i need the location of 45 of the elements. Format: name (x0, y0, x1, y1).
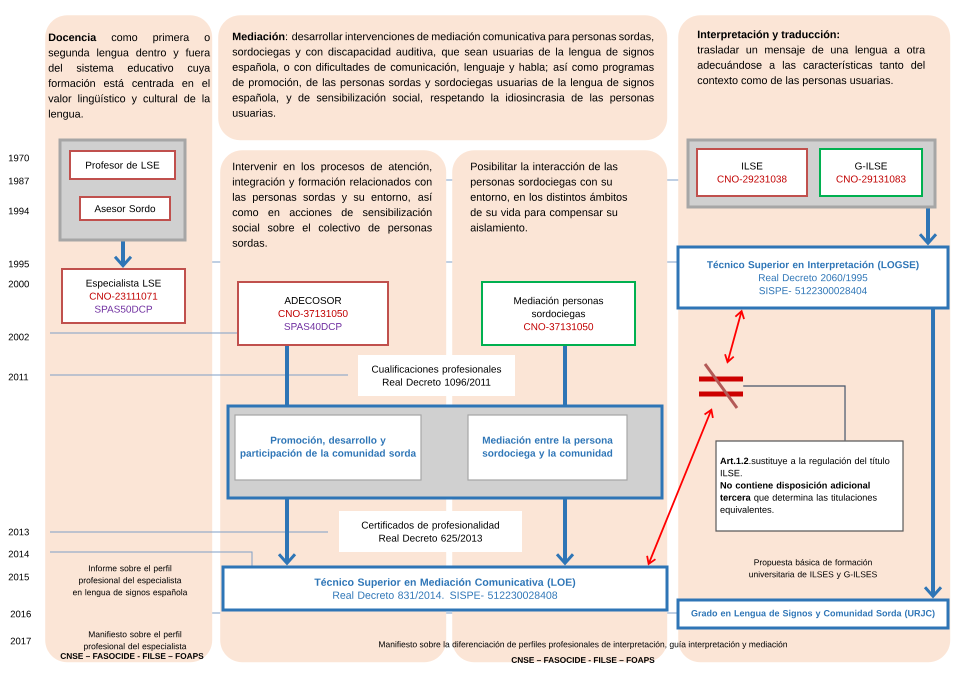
column-panel: Mediación: desarrollar intervenciones de mediación comunicativa para personas sordas, sordociegas y con discapacidad auditiva, que sean usuarias de la lengua de signos española, o con dificultades de comunicación, lenguaje y habla; así como programas de promoción, de las personas sordas y sordociegas usuarias de la lengua de signos española, y de sensibilización social, respetando la idiosincrasia de las personas usuarias. (218, 15, 668, 140)
not-equal-symbol (699, 363, 743, 409)
note-label: Manifiesto sobre la diferenciación de perfiles profesionales de interpretación, guía interpretación y mediación (379, 641, 787, 649)
title-box: ADECOSOR CNO-37131050 SPAS40DCP (237, 281, 389, 346)
year-label: 1987 (8, 178, 29, 184)
leader-line (743, 385, 846, 440)
title-box: Mediación personas sordociegas CNO-37131050 (481, 281, 636, 346)
year-label: 2011 (8, 374, 28, 380)
arrow (114, 242, 132, 268)
note-box: Art.1.2.sustituye a la regulación del título ILSE. No contiene disposición adicional tercera que determina las titulaciones equivalentes. (715, 440, 904, 532)
arrow (556, 500, 574, 566)
title-box: G-ILSE CNO-29131083 (819, 148, 924, 197)
year-label: 2014 (8, 550, 30, 558)
note-label: Manifiesto sobre el perfil profesional del especialista (84, 631, 186, 651)
area-box: Promoción, desarrollo y participación de la comunidad sorda (234, 414, 422, 481)
year-label: 1995 (8, 260, 29, 268)
year-label: 1994 (8, 208, 30, 214)
title-box: Asesor Sordo (79, 196, 171, 221)
connector-line (285, 346, 289, 404)
arrow (918, 208, 938, 246)
degree-box: Grado en Lengua de Signos y Comunidad Sorda (URJC) (676, 598, 950, 630)
title-box: Especialista LSE CNO-23111071 SPAS50DCP (61, 268, 186, 324)
year-label: 2015 (8, 574, 29, 580)
year-label: 1970 (8, 154, 29, 162)
degree-box: Técnico Superior en Interpretación (LOGSE) Real Decreto 2060/1995 SISPE- 5122300028404 (676, 246, 950, 310)
year-label: 2016 (10, 610, 31, 618)
connector-line (563, 346, 567, 404)
area-box: Mediación entre la persona sordociega y la comunidad (467, 414, 628, 481)
year-label: 2013 (8, 528, 29, 536)
arrow (278, 500, 296, 566)
year-label: 2000 (8, 280, 29, 288)
decree-box: Cualificaciones profesionales Real Decreto 1096/2011 (358, 355, 515, 396)
arrow (724, 310, 745, 364)
decree-box: Certificados de profesionalidad Real Decreto 625/2013 (339, 511, 522, 552)
degree-box: Técnico Superior en Mediación Comunicativa (LOE) Real Decreto 831/2014. SISPE- 512230028408 (222, 566, 668, 612)
title-box: Profesor de LSE (69, 150, 176, 180)
arrow (646, 408, 714, 566)
note-label: Informe sobre el perfil profesional del especialista en lengua de signos española (72, 565, 188, 597)
arrow (924, 310, 942, 598)
title-box: ILSE CNO-29231038 (696, 148, 808, 197)
year-label: 2002 (8, 334, 29, 340)
source-label: CNSE – FASOCIDE - FILSE – FOAPS (512, 657, 654, 663)
year-label: 2017 (10, 638, 31, 644)
note-label: Propuesta básica de formación universitaria de ILSES y G-ILSES (749, 559, 877, 579)
source-label: CNSE – FASOCIDE - FILSE – FOAPS (60, 653, 204, 659)
